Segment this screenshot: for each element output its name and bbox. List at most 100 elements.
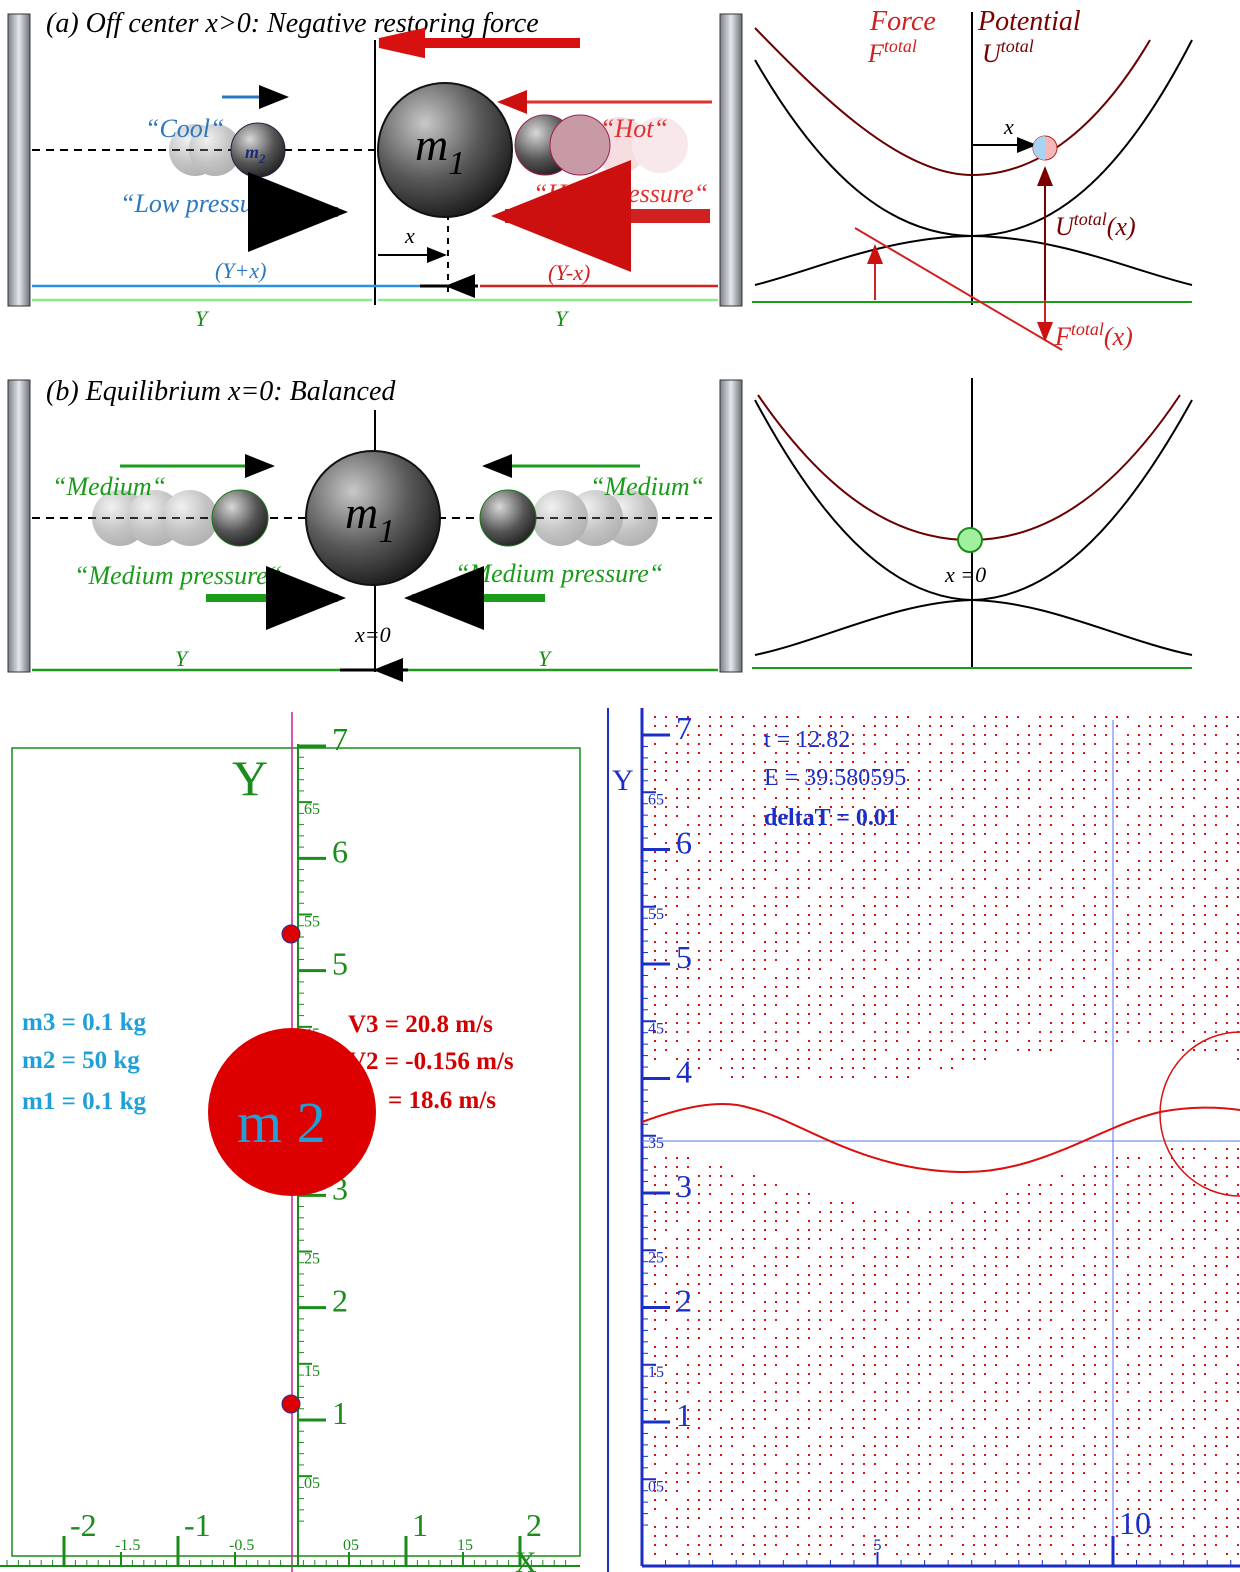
field-dot bbox=[1215, 815, 1217, 817]
field-dot bbox=[852, 986, 854, 988]
field-dot bbox=[1149, 1508, 1151, 1510]
field-dot bbox=[940, 1004, 942, 1006]
field-dot bbox=[1083, 1427, 1085, 1429]
field-dot bbox=[742, 1202, 744, 1204]
field-dot bbox=[1050, 959, 1052, 961]
field-dot bbox=[995, 896, 997, 898]
field-dot bbox=[731, 1211, 733, 1213]
field-dot bbox=[1039, 986, 1041, 988]
field-dot bbox=[984, 770, 986, 772]
field-dot bbox=[775, 1229, 777, 1231]
field-dot bbox=[962, 788, 964, 790]
field-dot bbox=[1072, 842, 1074, 844]
field-dot bbox=[742, 1472, 744, 1474]
field-dot bbox=[1226, 1445, 1228, 1447]
field-dot bbox=[1226, 1418, 1228, 1420]
field-dot bbox=[896, 905, 898, 907]
field-dot bbox=[1083, 770, 1085, 772]
field-dot bbox=[731, 1076, 733, 1078]
field-dot bbox=[1171, 1310, 1173, 1312]
field-dot bbox=[720, 1355, 722, 1357]
field-dot bbox=[1039, 896, 1041, 898]
field-dot bbox=[1226, 1490, 1228, 1492]
field-dot bbox=[1171, 806, 1173, 808]
field-dot bbox=[896, 725, 898, 727]
field-dot bbox=[764, 1193, 766, 1195]
field-dot bbox=[819, 878, 821, 880]
field-dot bbox=[1171, 1166, 1173, 1168]
field-dot bbox=[973, 1418, 975, 1420]
field-dot bbox=[863, 1337, 865, 1339]
field-dot bbox=[808, 1049, 810, 1051]
field-dot bbox=[665, 1400, 667, 1402]
field-dot bbox=[808, 1013, 810, 1015]
field-dot bbox=[1061, 1040, 1063, 1042]
field-dot bbox=[1083, 1265, 1085, 1267]
field-dot bbox=[709, 986, 711, 988]
field-dot bbox=[698, 815, 700, 817]
field-dot bbox=[698, 923, 700, 925]
field-dot bbox=[852, 806, 854, 808]
field-dot bbox=[742, 1076, 744, 1078]
field-dot bbox=[918, 959, 920, 961]
field-dot bbox=[918, 770, 920, 772]
field-dot bbox=[753, 725, 755, 727]
field-dot bbox=[1072, 887, 1074, 889]
field-dot bbox=[731, 833, 733, 835]
field-dot bbox=[1006, 770, 1008, 772]
field-dot bbox=[907, 1508, 909, 1510]
field-dot bbox=[940, 1220, 942, 1222]
field-dot bbox=[676, 1202, 678, 1204]
field-dot bbox=[1039, 1004, 1041, 1006]
field-dot bbox=[775, 1004, 777, 1006]
field-dot bbox=[698, 968, 700, 970]
field-dot bbox=[885, 1319, 887, 1321]
field-dot bbox=[918, 752, 920, 754]
field-dot bbox=[1127, 1229, 1129, 1231]
field-dot bbox=[1105, 1166, 1107, 1168]
field-dot bbox=[1182, 1364, 1184, 1366]
field-dot bbox=[1116, 986, 1118, 988]
field-dot bbox=[885, 869, 887, 871]
field-dot bbox=[852, 923, 854, 925]
field-dot bbox=[797, 968, 799, 970]
field-dot bbox=[1193, 1013, 1195, 1015]
field-dot bbox=[1072, 1238, 1074, 1240]
field-dot bbox=[1149, 1373, 1151, 1375]
field-dot bbox=[753, 1193, 755, 1195]
field-dot bbox=[1006, 1022, 1008, 1024]
field-dot bbox=[1171, 896, 1173, 898]
field-dot bbox=[940, 1040, 942, 1042]
field-dot bbox=[1237, 977, 1239, 979]
field-dot bbox=[1182, 752, 1184, 754]
field-dot bbox=[1050, 752, 1052, 754]
field-dot bbox=[819, 1013, 821, 1015]
field-dot bbox=[1072, 1202, 1074, 1204]
field-dot bbox=[665, 779, 667, 781]
field-dot bbox=[885, 1490, 887, 1492]
field-dot bbox=[764, 1391, 766, 1393]
y-right-label: Y bbox=[555, 306, 570, 331]
field-dot bbox=[808, 1472, 810, 1474]
field-dot bbox=[940, 824, 942, 826]
field-dot bbox=[841, 1463, 843, 1465]
field-dot bbox=[929, 725, 931, 727]
field-dot bbox=[1028, 1283, 1030, 1285]
field-dot bbox=[1006, 797, 1008, 799]
field-dot bbox=[852, 761, 854, 763]
field-dot bbox=[775, 869, 777, 871]
field-dot bbox=[962, 1319, 964, 1321]
mass-m1 bbox=[377, 82, 513, 218]
field-dot bbox=[940, 959, 942, 961]
field-dot bbox=[1116, 1022, 1118, 1024]
field-dot bbox=[1050, 1346, 1052, 1348]
field-dot bbox=[1237, 752, 1239, 754]
field-dot bbox=[1149, 1220, 1151, 1222]
field-dot bbox=[742, 788, 744, 790]
field-dot bbox=[1215, 716, 1217, 718]
field-dot bbox=[863, 1418, 865, 1420]
field-dot bbox=[984, 1013, 986, 1015]
field-dot bbox=[841, 788, 843, 790]
field-dot bbox=[786, 1472, 788, 1474]
sim-right-y-minor-label: 35 bbox=[648, 1135, 664, 1152]
